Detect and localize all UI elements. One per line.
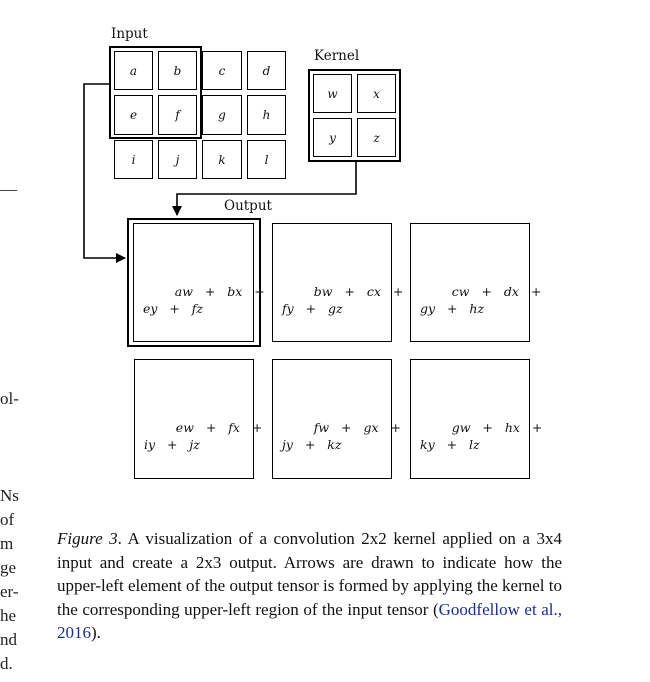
output-plus: + [481, 284, 492, 299]
output-plus: + [482, 420, 493, 435]
citation-link[interactable]: Goodfellow et al., 2016 [57, 599, 562, 643]
output-term: dx [503, 284, 519, 299]
input-region-highlight [109, 46, 202, 139]
output-plus: + [304, 437, 316, 452]
output-plus: + [204, 284, 216, 299]
output-term: hz [469, 301, 485, 316]
input-cell: g [202, 95, 242, 135]
output-plus: + [341, 420, 352, 435]
fragment-7: er- [0, 582, 19, 601]
input-cell: h [247, 95, 286, 135]
output-plus: + [392, 284, 404, 299]
output-cell: aw + bx + ey + fz [133, 223, 265, 342]
figure-caption: Figure 3. A visualization of a convoluti… [57, 527, 562, 645]
output-term: bw [313, 284, 333, 299]
output-term: gx [363, 420, 379, 435]
output-plus: + [446, 437, 458, 452]
fragment-2: ol- [0, 389, 19, 408]
fragment-10: d. [0, 654, 13, 673]
input-to-output-arrow [83, 83, 126, 263]
output-highlight-frame [127, 218, 261, 347]
fragment-6: ge [0, 558, 17, 577]
kernel-cell: y [313, 118, 352, 157]
fragment-9: nd [0, 630, 17, 649]
output-term: fy [282, 301, 294, 316]
output-term: aw [174, 284, 193, 299]
kernel-cell: w [313, 74, 352, 113]
kernel-cell: z [357, 118, 396, 157]
fragment-4: of [0, 510, 15, 529]
output-term: bx [227, 284, 243, 299]
caption-end: ). [91, 623, 101, 643]
output-term: ey [143, 301, 158, 316]
output-term: jy [282, 437, 293, 452]
output-term: cw [451, 284, 470, 299]
output-plus: + [530, 284, 542, 299]
output-term: iy [144, 437, 156, 452]
output-term: lz [468, 437, 480, 452]
output-cell: bw + cx + fy + gz [272, 223, 403, 342]
output-plus: + [447, 301, 458, 316]
output-plus: + [531, 420, 543, 435]
output-plus: + [166, 437, 178, 452]
output-term: hx [504, 420, 520, 435]
kernel-to-output-arrow [172, 162, 357, 216]
input-cell: b [158, 51, 197, 90]
output-term: fw [313, 420, 330, 435]
output-plus: + [205, 420, 217, 435]
output-label: Output [224, 198, 272, 214]
output-plus: + [390, 420, 401, 435]
output-term: fx [228, 420, 240, 435]
output-plus: + [305, 301, 317, 316]
input-cell: d [247, 51, 286, 90]
input-cell: j [158, 140, 197, 179]
input-cell: k [202, 140, 242, 179]
input-label: Input [111, 26, 148, 42]
output-plus: + [344, 284, 355, 299]
input-cell: e [114, 95, 153, 135]
kernel-frame [308, 69, 401, 162]
fragment-5: m [0, 534, 14, 553]
fragment-1: __ [0, 174, 17, 193]
output-plus: + [251, 420, 263, 435]
output-cell: gw + hx + ky + lz [410, 359, 542, 479]
figure-reference: Figure 3 [57, 529, 118, 548]
input-cell: i [114, 140, 153, 179]
output-cell: ew + fx + iy + jz [134, 359, 262, 479]
output-term: kz [327, 437, 342, 452]
output-term: gz [328, 301, 343, 316]
kernel-label: Kernel [314, 48, 360, 64]
input-cell: f [158, 95, 197, 135]
kernel-cell: x [357, 74, 396, 113]
output-term: ky [420, 437, 435, 452]
output-term: gw [451, 420, 471, 435]
input-cell: l [247, 140, 286, 179]
output-cell: fw + gx + jy + kz [272, 359, 401, 479]
output-term: fz [191, 301, 204, 316]
output-plus: + [254, 284, 265, 299]
caption-text: . A visualization of a convolution 2x2 k… [57, 529, 562, 619]
input-cell: c [202, 51, 242, 90]
output-term: cx [366, 284, 381, 299]
output-term: gy [420, 301, 436, 316]
output-cell: cw + dx + gy + hz [410, 223, 541, 342]
fragment-8: he [0, 606, 17, 625]
output-term: ew [175, 420, 194, 435]
output-term: jz [189, 437, 200, 452]
fragment-3: Ns [0, 486, 19, 505]
input-cell: a [114, 51, 153, 90]
output-plus: + [169, 301, 180, 316]
